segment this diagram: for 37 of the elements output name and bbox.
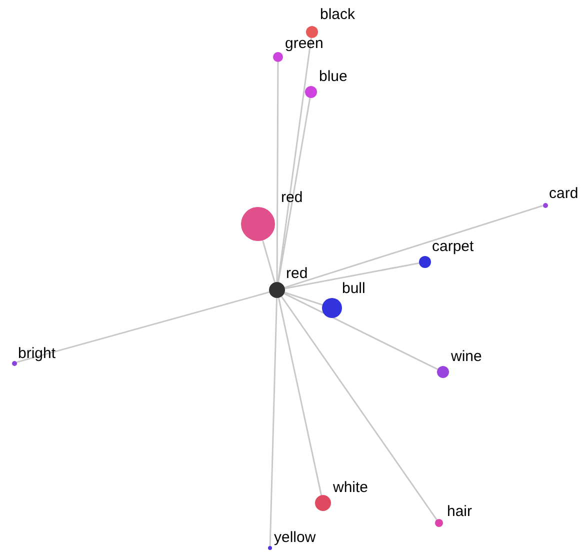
node-label: carpet (432, 238, 474, 256)
edge-line (284, 262, 420, 290)
graph-node (305, 86, 317, 98)
graph-node (542, 202, 548, 208)
edge-line (278, 298, 322, 496)
node-label: bright (18, 345, 56, 363)
edge-line (284, 292, 323, 306)
graph-node (12, 360, 16, 366)
graph-node (268, 546, 272, 550)
edge-line (280, 296, 438, 520)
node-label: yellow (274, 529, 316, 547)
edge-line (276, 62, 279, 282)
node-label: card (549, 185, 578, 203)
graph-node (322, 298, 342, 318)
graph-node (315, 495, 331, 511)
edge-line (284, 205, 543, 288)
node-label: wine (451, 348, 482, 366)
edge-line (278, 98, 311, 282)
edge-line (284, 292, 438, 370)
edge-line (16, 291, 270, 364)
node-label: hair (447, 503, 472, 521)
graph-node (306, 26, 318, 38)
node-label: red (281, 189, 303, 207)
graph-node (241, 207, 275, 241)
node-label: black (320, 6, 356, 24)
node-label: red (286, 265, 308, 283)
node-label: green (285, 35, 324, 53)
edge-line (262, 240, 276, 283)
graph-node (269, 282, 285, 298)
graph-node (273, 52, 283, 62)
graph-node (437, 366, 449, 378)
node-label: bull (342, 280, 366, 298)
node-label: white (333, 479, 368, 497)
graph-node (419, 256, 431, 268)
graph-node (435, 519, 443, 527)
node-label: blue (319, 68, 348, 86)
edge-line (269, 298, 278, 546)
